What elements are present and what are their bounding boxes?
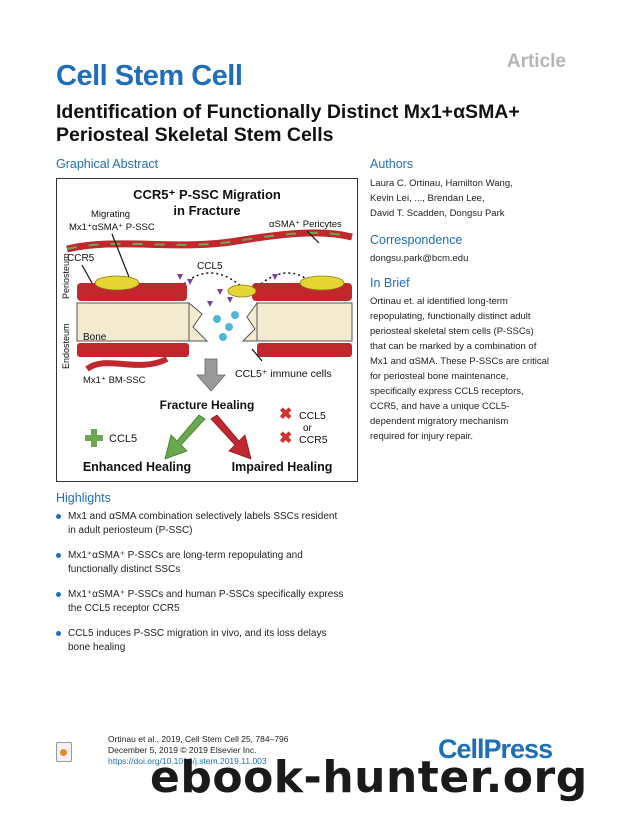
authors-list: Laura C. Ortinau, Hamilton Wang, Kevin L… xyxy=(370,176,570,221)
fracture-edge-right xyxy=(241,301,258,342)
citation-date: December 5, 2019 © 2019 Elsevier Inc. xyxy=(108,745,257,755)
in-brief-line: CCR5, and have a unique CCL5- xyxy=(370,401,510,412)
ccl5-chemokine xyxy=(227,297,233,303)
paper-title: Identification of Functionally Distinct … xyxy=(56,101,520,146)
ga-or-label: or xyxy=(303,423,313,434)
x-icon: ✖ xyxy=(279,430,292,447)
immune-cell xyxy=(231,311,239,319)
journal-logo: Cell Stem Cell xyxy=(56,60,243,92)
correspondence-email[interactable]: dongsu.park@bcm.edu xyxy=(370,253,469,264)
ga-x-ccl5-label: CCL5 xyxy=(299,410,326,422)
endosteum-right xyxy=(257,343,352,357)
arrow-immune xyxy=(251,348,263,362)
ga-title-line1: CCR5⁺ P-SSC Migration xyxy=(133,187,281,202)
graphical-abstract-figure: CCR5⁺ P-SSC Migration in Fracture Migrat… xyxy=(56,178,358,482)
bullet-icon xyxy=(56,631,61,636)
ga-bone-label: Bone xyxy=(83,332,107,343)
ccl5-chemokine xyxy=(272,274,278,280)
fracture-edge-left xyxy=(188,301,209,342)
p-ssc-cell xyxy=(94,275,140,291)
cellpress-logo: CellPress xyxy=(438,734,553,764)
migration-arc-right xyxy=(256,272,320,292)
migration-arc-left xyxy=(176,272,243,292)
ccl5-chemokine xyxy=(177,274,183,280)
in-brief-line: Ortinau et. al identified long-term xyxy=(370,296,508,307)
ga-title-line2: in Fracture xyxy=(173,203,240,218)
ga-fracture-healing-label: Fracture Healing xyxy=(160,398,255,412)
bone-right xyxy=(256,302,353,342)
bone-left xyxy=(76,302,190,342)
highlight-item: Mx1⁺αSMA⁺ P-SSCs are long-term repopulat… xyxy=(56,549,376,577)
ga-periosteum-label: Periosteum xyxy=(61,253,71,299)
citation-line: Ortinau et al., 2019, Cell Stem Cell 25,… xyxy=(108,734,289,744)
in-brief-line: dependent migratory mechanism xyxy=(370,416,509,427)
ga-immune-cells-label: CCL5⁺ immune cells xyxy=(235,368,332,380)
arrow-migrating xyxy=(111,233,130,278)
graphical-abstract-heading: Graphical Abstract xyxy=(56,157,159,171)
correspondence-heading: Correspondence xyxy=(370,233,463,247)
arrow-ccr5 xyxy=(81,264,93,284)
highlight-item: Mx1⁺αSMA⁺ P-SSCs and human P-SSCs specif… xyxy=(56,588,376,616)
arrow-pericytes xyxy=(306,230,320,244)
immune-cell xyxy=(225,323,233,331)
bullet-icon xyxy=(56,514,61,519)
ga-x-ccr5-label: CCR5 xyxy=(299,434,328,446)
bone-marrow-vessel xyxy=(85,356,169,372)
p-ssc-cell-migrating xyxy=(227,284,257,298)
ccl5-chemokine xyxy=(217,289,223,295)
p-ssc-cell xyxy=(299,275,345,291)
in-brief-line: repopulating, functionally distinct adul… xyxy=(370,311,531,322)
highlight-item: Mx1 and αSMA combination selectively lab… xyxy=(56,510,376,538)
ga-endosteum-label: Endosteum xyxy=(61,323,71,369)
ga-enhanced-label: Enhanced Healing xyxy=(83,460,191,474)
authors-line: Laura C. Ortinau, Hamilton Wang, xyxy=(370,178,513,189)
watermark: ebook-hunter.org xyxy=(150,752,588,803)
ga-bm-ssc-label: Mx1⁺ BM-SSC xyxy=(83,375,146,386)
in-brief-line: that can be marked by a combination of xyxy=(370,341,537,352)
immune-cell xyxy=(219,333,227,341)
citation-footer: Ortinau et al., 2019, Cell Stem Cell 25,… xyxy=(108,734,289,767)
ga-migrating-cell-label: Mx1⁺αSMA⁺ P-SSC xyxy=(69,222,155,233)
highlights-heading: Highlights xyxy=(56,491,111,505)
bullet-icon xyxy=(56,553,61,558)
in-brief-text: Ortinau et. al identified long-term repo… xyxy=(370,294,570,444)
x-icon: ✖ xyxy=(279,406,292,423)
graphical-abstract-svg: CCR5⁺ P-SSC Migration in Fracture Migrat… xyxy=(61,187,353,474)
in-brief-line: specifically express CCL5 receptors, xyxy=(370,386,524,397)
impaired-arrow xyxy=(210,414,252,460)
highlights-list: Mx1 and αSMA combination selectively lab… xyxy=(56,510,376,666)
authors-line: David T. Scadden, Dongsu Park xyxy=(370,208,505,219)
authors-heading: Authors xyxy=(370,157,414,171)
ga-impaired-label: Impaired Healing xyxy=(232,460,333,474)
endosteum-left xyxy=(77,343,189,357)
in-brief-line: Mx1 and αSMA. These P-SSCs are critical xyxy=(370,356,550,367)
enhanced-arrow xyxy=(164,414,206,460)
in-brief-line: required for injury repair. xyxy=(370,431,473,442)
doi-link[interactable]: https://doi.org/10.1016/j.stem.2019.11.0… xyxy=(108,756,267,766)
ga-pericytes-label: αSMA⁺ Pericytes xyxy=(269,219,342,230)
ga-migrating-label: Migrating xyxy=(91,209,130,220)
open-access-icon xyxy=(56,742,72,762)
ga-ccr5-label: CCR5 xyxy=(67,253,95,264)
bullet-icon xyxy=(56,592,61,597)
ga-plus-ccl5-label: CCL5 xyxy=(109,433,137,445)
down-arrow xyxy=(196,358,226,392)
in-brief-line: periosteal skeletal stem cells (P-SSCs) xyxy=(370,326,534,337)
immune-cell xyxy=(213,315,221,323)
article-type-label: Article xyxy=(506,51,566,72)
ccl5-chemokine xyxy=(187,279,193,285)
ccl5-chemokine xyxy=(207,301,213,307)
authors-line: Kevin Lei, ..., Brendan Lee, xyxy=(370,193,485,204)
in-brief-line: for periosteal bone maintenance, xyxy=(370,371,509,382)
in-brief-heading: In Brief xyxy=(370,276,410,290)
plus-icon xyxy=(85,429,103,447)
highlight-item: CCL5 induces P-SSC migration in vivo, an… xyxy=(56,627,376,655)
ga-ccl5-top-label: CCL5 xyxy=(197,261,223,272)
blood-vessel xyxy=(66,229,353,253)
